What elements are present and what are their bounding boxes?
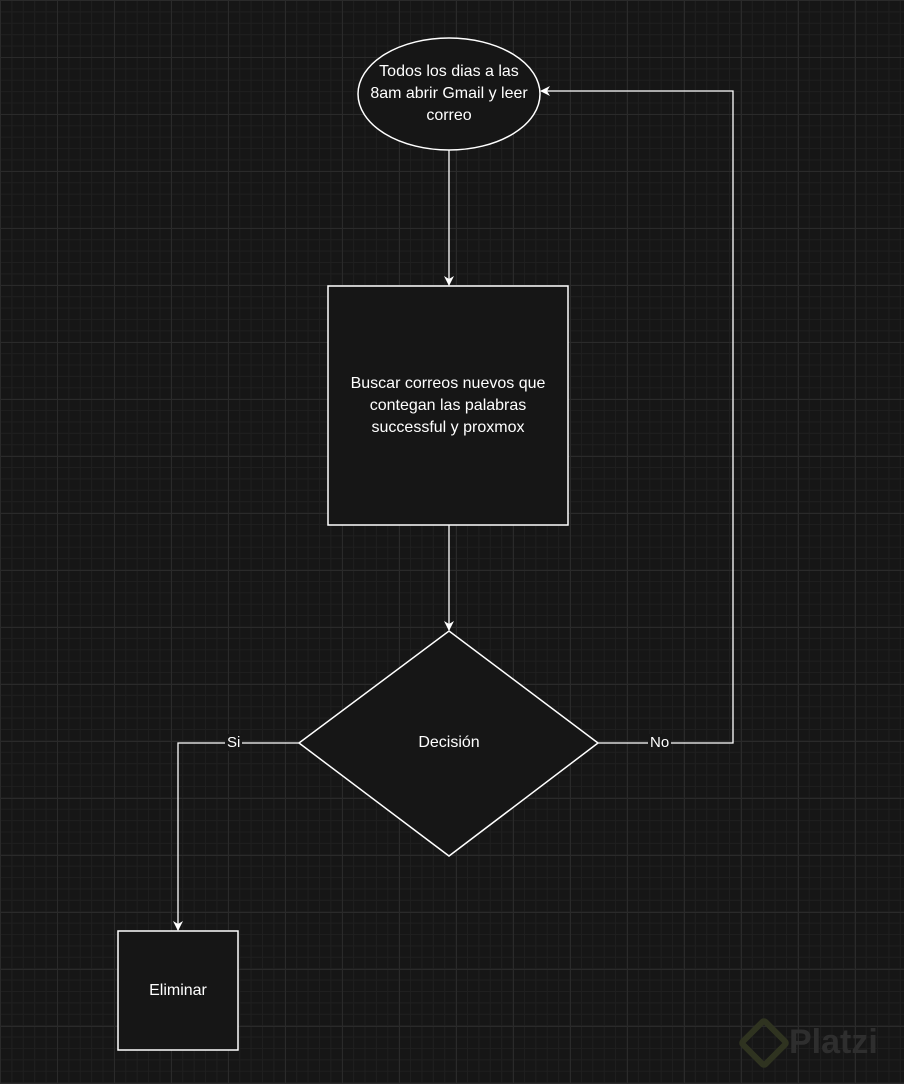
decision-node-shape[interactable] (297, 630, 600, 857)
edge-no[interactable] (540, 86, 734, 744)
edge-no-label: No (648, 734, 672, 751)
platzi-logo-icon (737, 1015, 791, 1070)
search-node-shape[interactable] (327, 285, 569, 526)
watermark-text: Platzi (789, 1023, 878, 1061)
platzi-watermark: Platzi (737, 1015, 878, 1070)
edge-yes[interactable] (173, 742, 299, 931)
delete-node-label: Eliminar (149, 982, 207, 999)
start-node-label: Todos los dias a las 8am abrir Gmail y l… (370, 63, 528, 124)
decision-node-label: Decisión (418, 734, 480, 751)
edge-yes-label: Si (225, 734, 243, 751)
delete-node-shape[interactable] (117, 930, 239, 1051)
search-node-label: Buscar correos nuevos que contegan las p… (350, 375, 546, 436)
